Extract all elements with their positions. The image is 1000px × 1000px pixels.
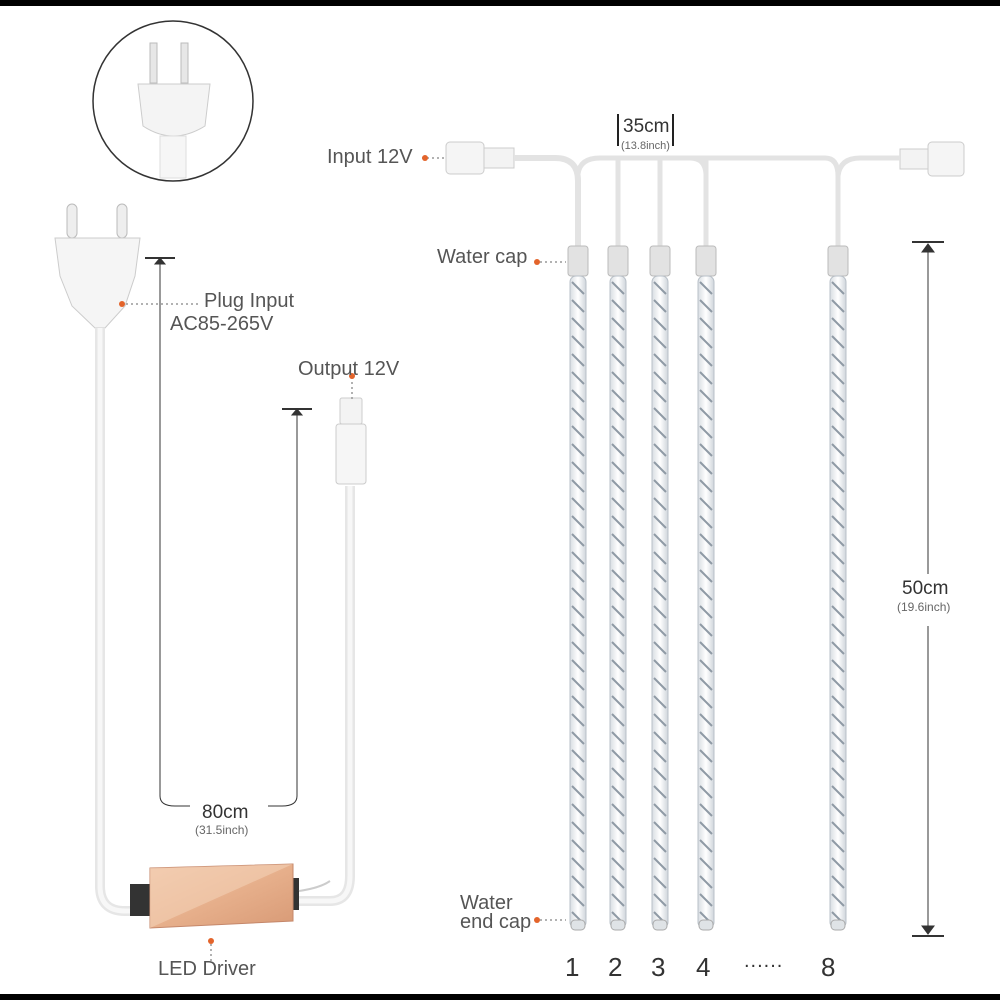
led-driver-icon <box>130 863 331 929</box>
diagram-artwork <box>54 20 965 964</box>
tube-length-label: 50cm <box>902 578 949 599</box>
plug-input-label: Plug Input <box>204 290 295 312</box>
input-label: Input 12V <box>327 146 413 168</box>
led-driver-label: LED Driver <box>158 958 256 980</box>
leader-lines <box>126 157 566 964</box>
leader-dots <box>119 155 540 944</box>
tube-number-3: 3 <box>651 952 666 982</box>
eu-plug-icon <box>54 203 141 329</box>
output-connector-icon <box>335 397 367 485</box>
tube-number-8: 8 <box>821 952 836 982</box>
us-plug-icon <box>92 20 254 182</box>
water-end-cap-label-1: Water <box>460 892 513 914</box>
tube-ellipsis: ...... <box>744 950 784 972</box>
output-label: Output 12V <box>298 358 400 380</box>
meteor-tube-icon <box>567 245 589 931</box>
product-diagram: Plug Input AC85-265V Output 12V 80cm (31… <box>0 6 1000 994</box>
tube-length-dimension <box>912 241 944 937</box>
spacing-label: 35cm <box>623 116 670 137</box>
water-cap-label: Water cap <box>437 246 528 268</box>
plug-voltage-label: AC85-265V <box>170 313 274 335</box>
end-connector-icon <box>899 141 965 177</box>
cable-length-label: 80cm <box>202 802 249 823</box>
spacing-inch-label: (13.8inch) <box>621 140 670 152</box>
tube-number-1: 1 <box>565 952 580 982</box>
water-end-cap-label-2: end cap <box>460 911 532 933</box>
meteor-tube-icon <box>827 245 849 931</box>
tube-length-inch-label: (19.6inch) <box>897 600 951 614</box>
meteor-tubes <box>567 245 849 931</box>
meteor-tube-icon <box>695 245 717 931</box>
spacing-dimension <box>617 114 674 146</box>
tube-number-4: 4 <box>696 952 711 982</box>
meteor-tube-icon <box>649 245 671 931</box>
cable-length-dimension <box>145 257 312 807</box>
cable-length-inch-label: (31.5inch) <box>195 823 249 837</box>
meteor-tube-icon <box>607 245 629 931</box>
input-connector-icon <box>445 141 515 175</box>
tube-number-2: 2 <box>608 952 623 982</box>
